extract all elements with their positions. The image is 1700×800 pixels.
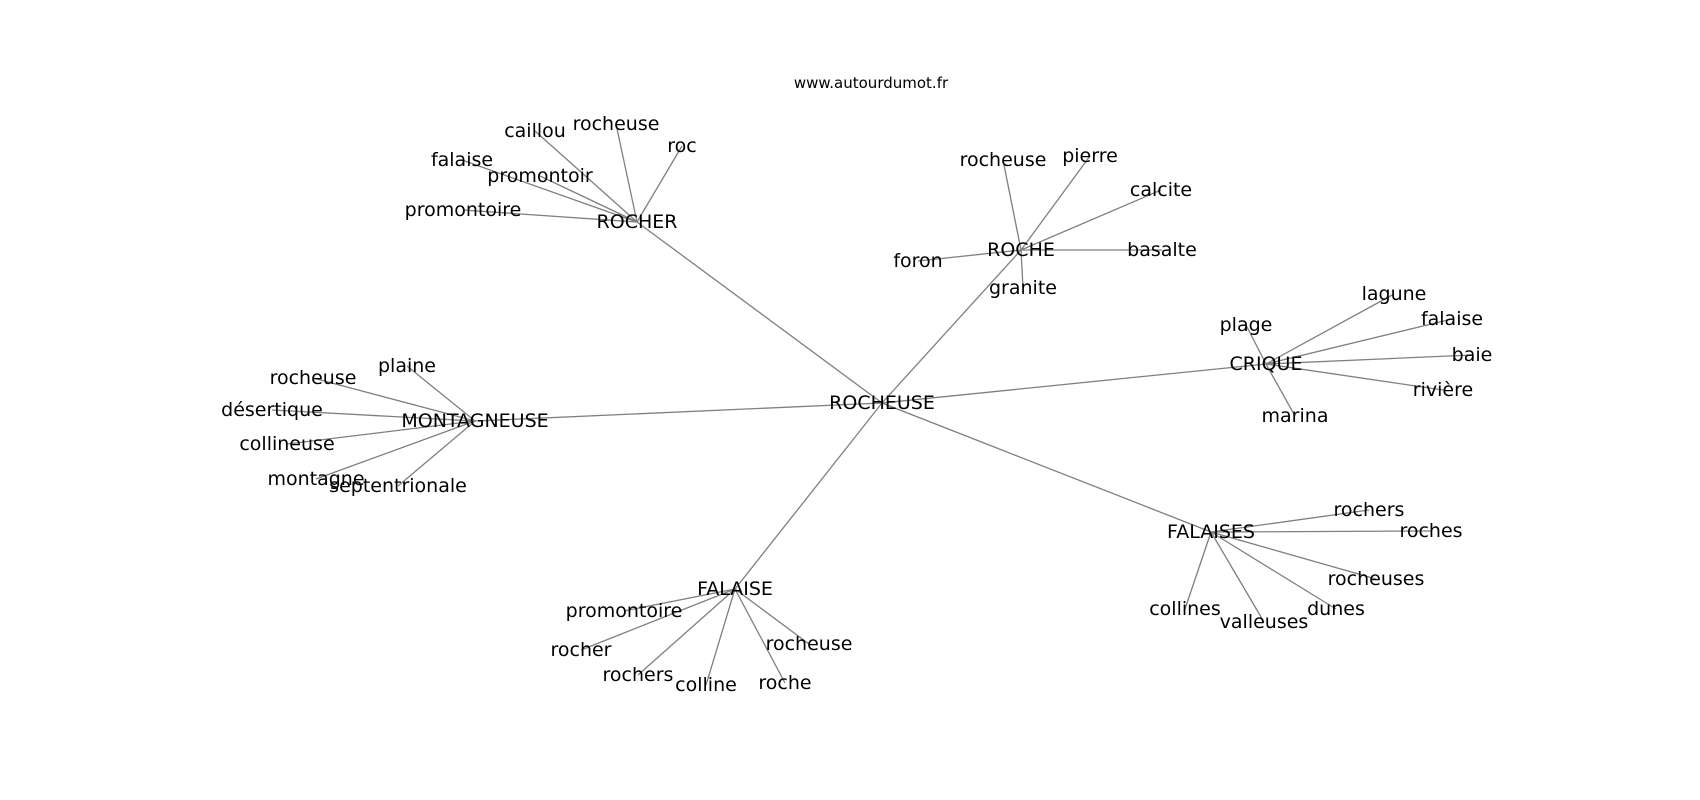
leaf-node-label: montagne [267,468,364,490]
leaf-node-label: dunes [1307,598,1365,620]
leaf-node-label: basalte [1127,239,1197,261]
leaf-node-label: rivière [1413,379,1473,401]
graph-edges [271,123,1473,686]
edge-center-to-hub [474,402,883,422]
edge-center-to-hub [881,363,1267,404]
edge-hub-to-leaf [615,123,638,223]
leaf-node-label: roc [667,135,696,157]
leaf-node-label: promontoire [405,199,522,221]
hub-node-label: FALAISE [697,578,773,600]
edge-hub-to-leaf [397,420,476,487]
leaf-node-label: septentrionale [329,475,467,497]
edge-hub-to-leaf [1210,531,1337,610]
edge-hub-to-leaf [286,420,476,445]
leaf-node-label: rocheuse [960,149,1047,171]
leaf-node-label: foron [893,250,942,272]
leaf-node-label: rocheuse [573,113,660,135]
leaf-node-label: lagune [1362,283,1427,305]
leaf-node-label: rochers [1334,499,1405,521]
leaf-node-label: rocheuse [766,633,853,655]
edge-hub-to-leaf [1245,324,1267,365]
edge-hub-to-leaf [1265,318,1453,365]
leaf-node-label: rocheuses [1328,568,1425,590]
edge-hub-to-leaf [1265,363,1296,417]
edge-hub-to-leaf [462,209,638,223]
leaf-node-label: falaise [431,149,493,171]
leaf-node-label: valleuses [1220,611,1309,633]
leaf-node-label: granite [989,277,1057,299]
edge-hub-to-leaf [1184,531,1212,610]
leaf-node-label: collines [1149,598,1221,620]
edge-hub-to-leaf [636,145,683,223]
edge-hub-to-leaf [705,588,736,686]
edge-hub-to-leaf [1265,363,1444,391]
edge-hub-to-leaf [271,409,476,422]
edge-hub-to-leaf [315,420,476,480]
leaf-node-label: rocheuse [270,367,357,389]
leaf-node-label: roche [758,672,811,694]
edge-hub-to-leaf [406,365,476,422]
leaf-node-label: rocher [550,639,611,661]
leaf-node-label: collineuse [239,433,334,455]
leaf-node-label: rochers [603,664,674,686]
leaf-node-label: marina [1262,405,1329,427]
leaf-node-label: colline [675,674,737,696]
edge-hub-to-leaf [1210,530,1432,533]
edge-center-to-hub [881,402,1212,533]
edge-hub-to-leaf [623,588,736,612]
edge-hub-to-leaf [917,249,1022,262]
leaf-node-label: pierre [1062,145,1118,167]
edge-center-to-hub [734,402,883,590]
edge-hub-to-leaf [1020,189,1162,251]
leaf-node-label: falaise [1421,308,1483,330]
leaf-node-label: promontoire [566,600,683,622]
edge-center-to-hub [881,249,1022,404]
hub-node-label: ROCHER [597,211,678,233]
leaf-node-label: promontoir [487,165,593,187]
edge-hub-to-leaf [1020,155,1091,251]
hub-node-label: CRIQUE [1230,353,1303,375]
edge-hub-to-leaf [580,588,736,651]
edge-hub-to-leaf [312,377,476,422]
site-url: www.autourdumot.fr [794,74,949,92]
edge-hub-to-leaf [637,588,736,676]
edge-hub-to-leaf [734,588,786,684]
edge-hub-to-leaf [734,588,810,645]
edge-hub-to-leaf [539,175,638,223]
leaf-node-label: plaine [378,355,436,377]
edge-hub-to-leaf [1265,354,1473,365]
leaf-node-label: plage [1220,314,1273,336]
leaf-node-label: calcite [1130,179,1192,201]
leaf-node-label: caillou [504,120,566,142]
edge-hub-to-leaf [1265,293,1395,365]
edge-hub-to-leaf [1210,531,1265,623]
leaf-node-label: désertique [221,399,323,421]
edge-hub-to-leaf [1002,159,1022,251]
edge-hub-to-leaf [1020,249,1024,289]
leaf-node-label: baie [1452,344,1493,366]
edge-center-to-hub [636,221,883,404]
edge-hub-to-leaf [1210,531,1377,580]
edge-hub-to-leaf [461,159,638,223]
hub-node-label: FALAISES [1167,521,1255,543]
edge-hub-to-leaf [1210,509,1370,533]
leaf-node-label: roches [1399,520,1462,542]
hub-node-label: ROCHE [987,239,1055,261]
edge-hub-to-leaf [534,130,638,223]
center-node-label: ROCHEUSE [829,392,935,414]
hub-node-label: MONTAGNEUSE [401,410,548,432]
